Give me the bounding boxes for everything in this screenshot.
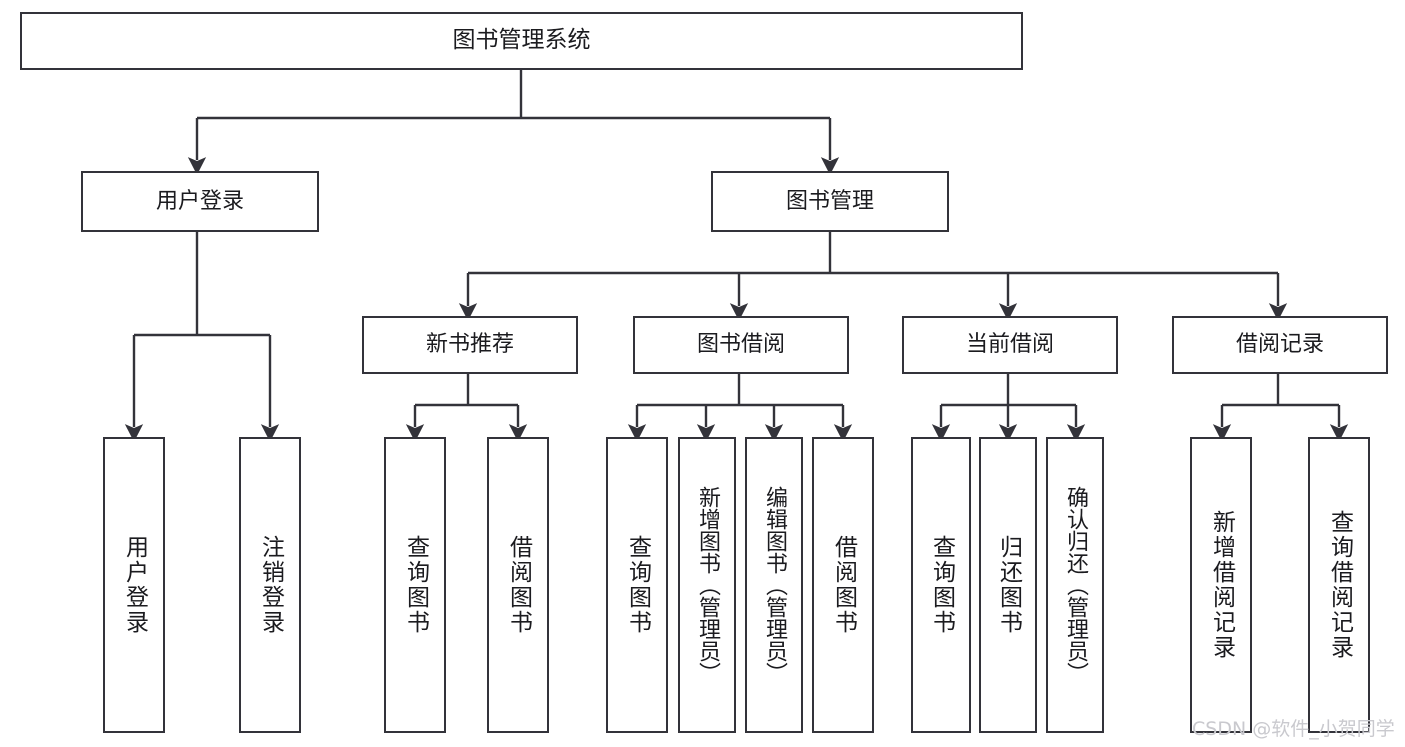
node-leaf-user-login[interactable]: 用户登录 [103, 437, 165, 733]
node-label: 查询图书 [402, 535, 429, 635]
node-label: 确认归还（管理员） [1063, 486, 1088, 684]
node-leaf-query-book-recommend[interactable]: 查询图书 [384, 437, 446, 733]
node-label: 查询借阅记录 [1326, 510, 1353, 660]
node-label: 新书推荐 [425, 332, 514, 358]
csdn-watermark: CSDN @软件_小贺同学 [1192, 718, 1395, 740]
node-label: 编辑图书（管理员） [762, 486, 787, 684]
node-book-management[interactable]: 图书管理 [711, 171, 949, 232]
node-root-system[interactable]: 图书管理系统 [20, 12, 1023, 70]
node-label: 当前借阅 [965, 332, 1054, 358]
node-label: 图书管理系统 [452, 27, 591, 54]
node-book-borrow[interactable]: 图书借阅 [633, 316, 849, 374]
node-leaf-confirm-return-admin[interactable]: 确认归还（管理员） [1046, 437, 1104, 733]
node-label: 新增借阅记录 [1208, 510, 1235, 660]
node-label: 注销登录 [257, 535, 284, 635]
node-leaf-query-book-borrow[interactable]: 查询图书 [606, 437, 668, 733]
node-leaf-borrow-book[interactable]: 借阅图书 [812, 437, 874, 733]
node-label: 借阅记录 [1235, 332, 1324, 358]
node-leaf-edit-book-admin[interactable]: 编辑图书（管理员） [745, 437, 803, 733]
node-borrow-record[interactable]: 借阅记录 [1172, 316, 1388, 374]
node-label: 归还图书 [995, 535, 1022, 635]
node-label: 借阅图书 [505, 535, 532, 635]
node-leaf-add-book-admin[interactable]: 新增图书（管理员） [678, 437, 736, 733]
node-new-book-recommend[interactable]: 新书推荐 [362, 316, 578, 374]
node-label: 查询图书 [624, 535, 651, 635]
node-current-borrow[interactable]: 当前借阅 [902, 316, 1118, 374]
node-label: 图书借阅 [696, 332, 785, 358]
node-user-login[interactable]: 用户登录 [81, 171, 319, 232]
node-label: 查询图书 [928, 535, 955, 635]
node-leaf-add-borrow-record[interactable]: 新增借阅记录 [1190, 437, 1252, 733]
node-leaf-return-book[interactable]: 归还图书 [979, 437, 1037, 733]
node-leaf-logout[interactable]: 注销登录 [239, 437, 301, 733]
node-label: 新增图书（管理员） [695, 486, 720, 684]
node-label: 用户登录 [121, 535, 148, 635]
node-leaf-query-book-current[interactable]: 查询图书 [911, 437, 971, 733]
node-label: 用户登录 [155, 188, 244, 214]
node-leaf-borrow-book-recommend[interactable]: 借阅图书 [487, 437, 549, 733]
node-leaf-query-borrow-record[interactable]: 查询借阅记录 [1308, 437, 1370, 733]
node-label: 借阅图书 [830, 535, 857, 635]
node-label: 图书管理 [785, 188, 874, 214]
